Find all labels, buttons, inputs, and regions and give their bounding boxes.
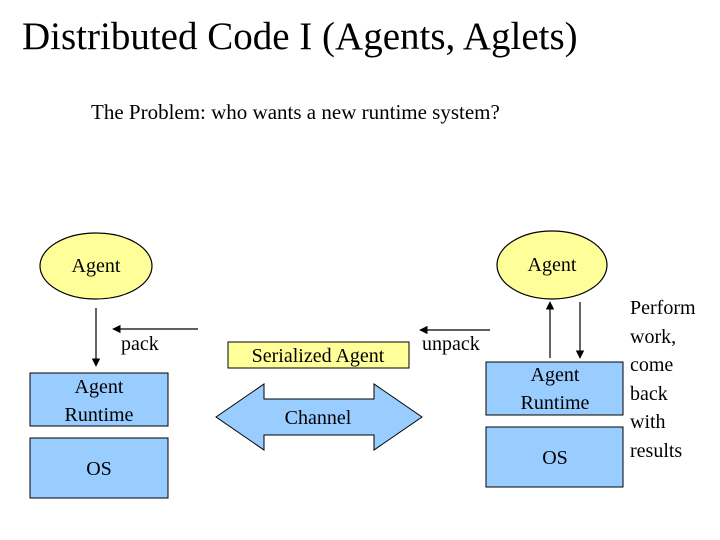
left-runtime-label-line1: Agent bbox=[75, 376, 124, 398]
right-os-box bbox=[485, 426, 624, 488]
side-note-line: work, bbox=[630, 325, 677, 348]
side-note-line: results bbox=[630, 439, 683, 462]
right-runtime-label-line1: Agent bbox=[531, 364, 580, 386]
slide-title: Distributed Code I (Agents, Aglets) bbox=[22, 15, 578, 58]
left-runtime-box bbox=[29, 372, 169, 427]
side-note-line: Perform bbox=[630, 297, 696, 319]
right-os-label: OS bbox=[542, 447, 568, 469]
right-runtime-label-line2: Runtime bbox=[521, 392, 590, 414]
right-agent-ellipse bbox=[496, 230, 608, 300]
unpack-label: unpack bbox=[422, 333, 480, 355]
pack-label: pack bbox=[121, 333, 159, 355]
side-note-line: with bbox=[630, 411, 666, 433]
left-agent-label: Agent bbox=[72, 255, 121, 277]
right-agent-label: Agent bbox=[528, 254, 577, 276]
left-agent-ellipse bbox=[39, 232, 153, 300]
channel-label: Channel bbox=[285, 407, 352, 429]
serialized-agent-label: Serialized Agent bbox=[252, 345, 385, 367]
serialized-agent-box bbox=[227, 341, 410, 369]
channel-double-arrow bbox=[215, 383, 423, 451]
side-note-line: come bbox=[630, 354, 674, 376]
right-runtime-box bbox=[485, 361, 624, 416]
left-os-box bbox=[29, 437, 169, 499]
side-note-line: back bbox=[630, 382, 668, 405]
left-runtime-label-line2: Runtime bbox=[65, 404, 134, 426]
left-os-label: OS bbox=[86, 458, 112, 480]
side-note: Perform work, come back with results bbox=[630, 294, 696, 465]
slide-subtitle: The Problem: who wants a new runtime sys… bbox=[91, 100, 500, 124]
